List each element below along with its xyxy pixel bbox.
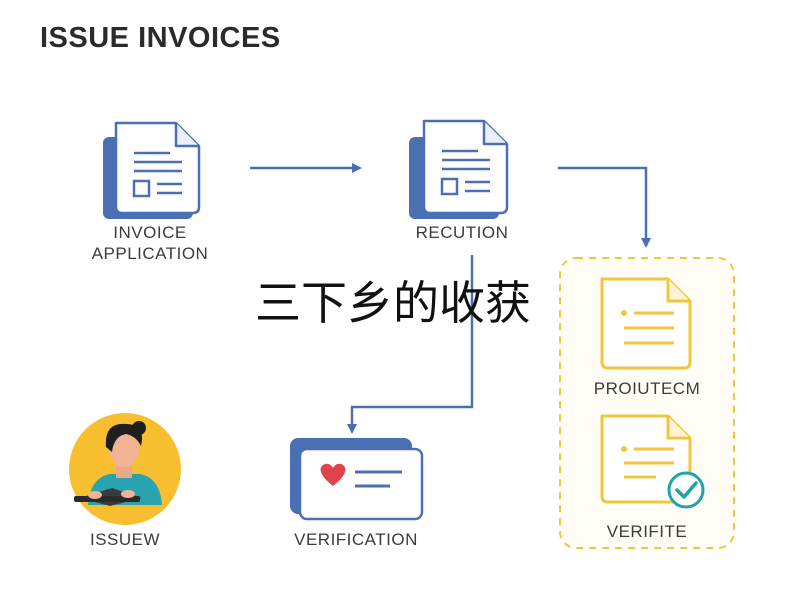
arrow-recution-to-proiutecm bbox=[558, 166, 651, 248]
arrow-recution-to-verification bbox=[347, 255, 474, 434]
verification-id-card-icon bbox=[290, 438, 424, 521]
invoice-application-label: INVOICE APPLICATION bbox=[50, 222, 250, 264]
recution-label: RECUTION bbox=[415, 223, 509, 242]
verifite-label: VERIFITE bbox=[606, 522, 688, 541]
proiutecm-label: PROIUTECM bbox=[593, 379, 701, 398]
page-title: ISSUE INVOICES bbox=[40, 22, 281, 54]
recution-document-icon bbox=[409, 119, 509, 219]
invoice-application-label-line1: INVOICE bbox=[113, 223, 187, 242]
invoice-application-label-line2: APPLICATION bbox=[91, 244, 209, 263]
overlay-caption: 三下乡的收获 bbox=[255, 276, 531, 330]
issuew-label: ISSUEW bbox=[89, 530, 161, 549]
proiutecm-document-icon bbox=[600, 277, 692, 370]
verifite-document-check-icon bbox=[600, 414, 705, 509]
verification-label: VERIFICATION bbox=[294, 530, 418, 549]
invoice-application-document-icon bbox=[103, 121, 201, 219]
person-with-laptop-icon bbox=[69, 413, 181, 525]
